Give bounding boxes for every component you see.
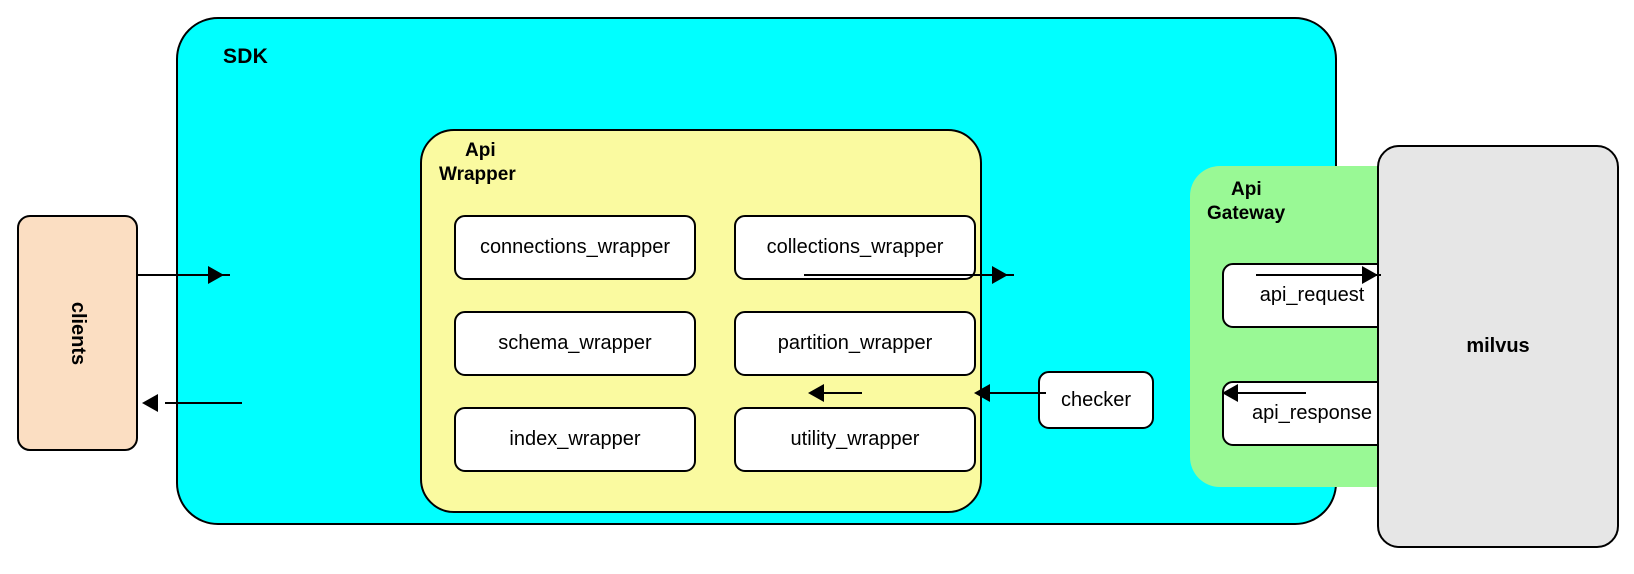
connector-api-response-to-checker [978, 392, 1046, 394]
api-wrapper-label-line1: Api [465, 140, 496, 161]
connector-wrapper-to-api-request [804, 274, 1014, 276]
api-gateway-label: Api Gateway [1207, 178, 1371, 226]
arrowhead-right-icon [992, 266, 1008, 284]
api-gateway-label-line2: Gateway [1207, 203, 1286, 224]
sdk-label: SDK [223, 45, 268, 68]
api-gateway-label-line1: Api [1231, 179, 1262, 200]
wrapper-box-utility[interactable]: utility_wrapper [734, 407, 976, 472]
wrapper-box-connections[interactable]: connections_wrapper [454, 215, 696, 280]
connector-clients-to-wrapper [138, 274, 230, 276]
sdk-container[interactable]: SDK Api Wrapper connections_wrapper sche… [176, 17, 1431, 525]
connector-api-request-to-milvus [1256, 274, 1381, 276]
clients-label: clients [66, 301, 89, 365]
checker-label: checker [1060, 388, 1132, 411]
checker-node[interactable]: checker [1038, 371, 1154, 429]
api-wrapper-group[interactable]: Api Wrapper connections_wrapper schema_w… [420, 129, 982, 513]
arrowhead-left-icon [974, 384, 990, 402]
connector-checker-to-wrapper [824, 392, 862, 394]
wrapper-box-schema[interactable]: schema_wrapper [454, 311, 696, 376]
wrapper-box-collections[interactable]: collections_wrapper [734, 215, 976, 280]
arrowhead-right-icon [1362, 266, 1378, 284]
wrapper-box-index[interactable]: index_wrapper [454, 407, 696, 472]
api-response-label: api_response [1251, 402, 1373, 424]
api-response-node[interactable]: api_response [1222, 381, 1402, 446]
wrapper-box-label: index_wrapper [509, 428, 641, 450]
clients-node[interactable]: clients [17, 215, 138, 451]
api-request-label: api_request [1259, 284, 1365, 306]
arrowhead-left-icon [1222, 384, 1238, 402]
api-wrapper-label-line2: Wrapper [439, 164, 516, 185]
connector-milvus-to-api-response [1226, 392, 1306, 394]
connector-wrapper-to-clients [165, 402, 242, 404]
arrowhead-left-icon [808, 384, 824, 402]
wrapper-box-label: schema_wrapper [498, 332, 652, 354]
milvus-node[interactable]: milvus [1377, 145, 1619, 548]
wrapper-box-label: collections_wrapper [766, 236, 944, 258]
api-wrapper-label: Api Wrapper [439, 139, 595, 187]
wrapper-box-label: partition_wrapper [777, 332, 933, 354]
wrapper-box-label: connections_wrapper [479, 236, 671, 258]
arrowhead-right-icon [208, 266, 224, 284]
milvus-label: milvus [1466, 335, 1530, 357]
wrapper-box-partition[interactable]: partition_wrapper [734, 311, 976, 376]
arrowhead-left-icon [142, 394, 158, 412]
wrapper-box-label: utility_wrapper [790, 428, 920, 450]
